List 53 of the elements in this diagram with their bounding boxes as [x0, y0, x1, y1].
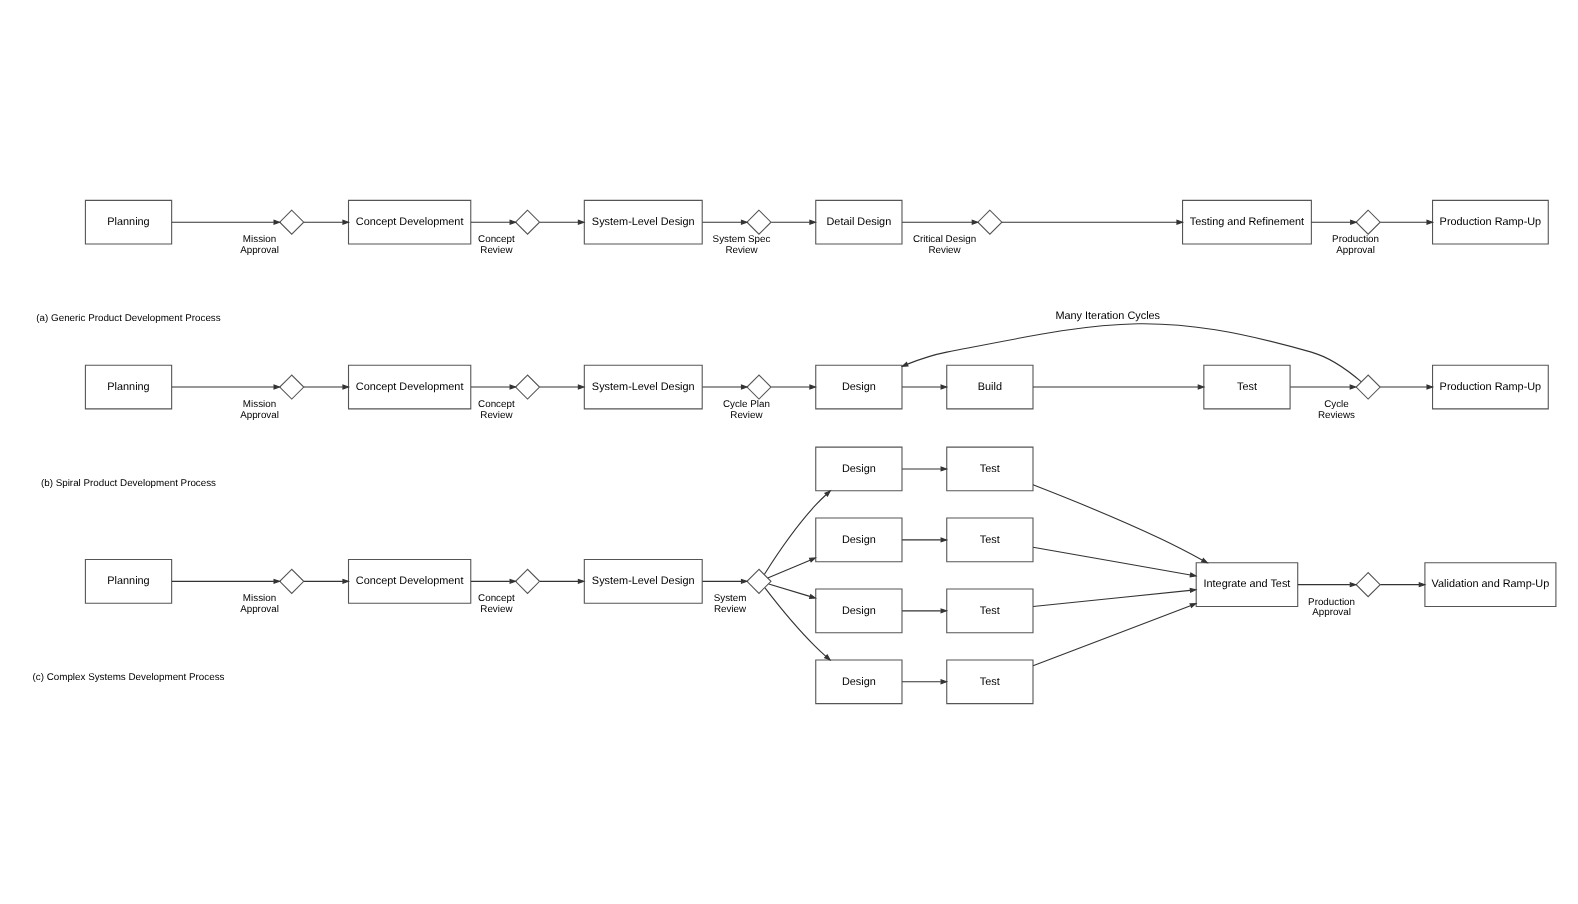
arrow — [768, 583, 817, 599]
arrow — [1379, 581, 1427, 588]
arrow — [1032, 484, 1209, 564]
arrow — [900, 323, 1362, 383]
node-diamond — [746, 374, 772, 400]
arrow — [303, 384, 351, 390]
arrow — [539, 219, 586, 225]
arrow — [901, 384, 949, 390]
arrow — [470, 578, 518, 585]
arrow — [1001, 219, 1185, 225]
node-diamond — [514, 374, 541, 400]
node-diamond — [746, 568, 772, 595]
arrow — [1289, 384, 1358, 390]
arrow — [171, 578, 282, 585]
arrow — [901, 679, 949, 685]
node-diamond — [1355, 209, 1381, 235]
arrow — [901, 219, 980, 225]
arrow — [767, 557, 817, 579]
node-diamond — [514, 568, 541, 595]
node-diamond — [977, 209, 1003, 235]
arrow — [1032, 603, 1198, 667]
arrow — [303, 219, 351, 225]
arrow — [1379, 384, 1435, 390]
arrow — [539, 578, 586, 585]
arrow — [470, 219, 518, 225]
arrow — [1032, 384, 1206, 390]
arrow — [901, 537, 949, 543]
node-diamond — [278, 568, 305, 595]
arrow — [764, 587, 832, 661]
arrow — [763, 489, 832, 575]
arrow — [901, 466, 949, 472]
arrow — [701, 578, 749, 585]
arrow — [1379, 219, 1435, 225]
arrow — [1297, 581, 1358, 588]
arrow — [171, 219, 282, 225]
node-diamond — [746, 209, 772, 235]
arrow — [1310, 219, 1358, 225]
arrow — [303, 578, 351, 585]
arrow — [539, 384, 586, 390]
node-diamond — [278, 374, 305, 400]
arrow — [901, 608, 949, 614]
node-diamond — [514, 209, 541, 235]
arrow — [770, 219, 817, 225]
arrow — [171, 384, 282, 390]
arrow — [770, 384, 817, 390]
node-diamond — [1355, 571, 1381, 598]
arrow — [1032, 587, 1198, 608]
arrow — [701, 219, 749, 225]
node-diamond — [1355, 374, 1381, 400]
arrow — [701, 384, 749, 390]
arrow — [470, 384, 518, 390]
arrow — [1032, 546, 1198, 578]
node-diamond — [278, 209, 305, 235]
